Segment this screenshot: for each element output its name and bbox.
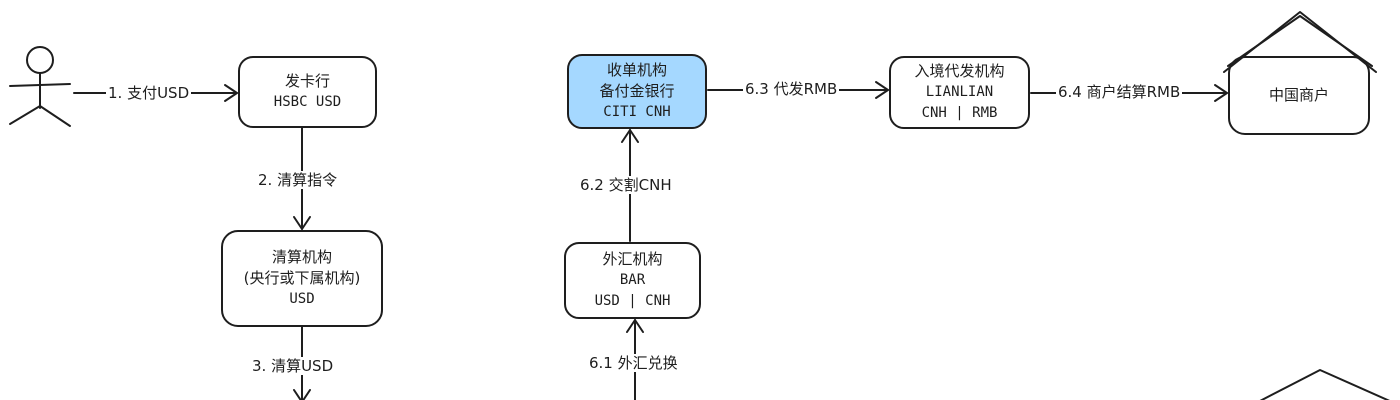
merchant-house-icon[interactable]: [1223, 11, 1377, 135]
edge-6-2-label: 6.2 交割CNH: [578, 176, 674, 194]
agent-currency: CNH | RMB: [921, 105, 998, 121]
clearing-label: 清算机构 (央行或下属机构) USD: [222, 231, 382, 326]
clearing-currency: USD: [289, 291, 315, 307]
edge-6-3-label: 6.3 代发RMB: [743, 80, 840, 98]
agent-label: 入境代发机构 LIANLIAN CNH | RMB: [890, 57, 1029, 128]
agent-box[interactable]: [889, 56, 1030, 129]
issuer-label: 发卡行 HSBC USD: [239, 57, 376, 127]
clearing-name: 清算机构: [271, 248, 332, 266]
fx-bank: BAR: [619, 272, 646, 288]
issuer-bank: HSBC USD: [273, 94, 342, 110]
edge-1-label: 1. 支付USD: [106, 84, 192, 102]
person-icon: [9, 46, 71, 127]
fx-currency: USD | CNH: [594, 293, 671, 309]
edge-6-1-label: 6.1 外汇兑换: [587, 354, 680, 372]
edge-3-label: 3. 清算USD: [250, 357, 336, 375]
fx-box[interactable]: [564, 242, 701, 319]
agent-company: LIANLIAN: [925, 84, 994, 100]
acquirer-bank: CITI CNH: [603, 104, 671, 120]
merchant-label: 中国商户: [1229, 57, 1369, 134]
fx-label: 外汇机构 BAR USD | CNH: [565, 243, 700, 318]
merchant-name: 中国商户: [1268, 86, 1329, 104]
acquirer-box[interactable]: [567, 54, 707, 129]
acquirer-role: 备付金银行: [599, 82, 675, 100]
fx-name: 外汇机构: [602, 250, 663, 268]
edge-6-4-label: 6.4 商户结算RMB: [1056, 83, 1183, 101]
acquirer-label: 收单机构 备付金银行 CITI CNH: [568, 55, 706, 128]
clearing-desc: (央行或下属机构): [243, 269, 361, 287]
acquirer-name: 收单机构: [606, 61, 667, 79]
agent-name: 入境代发机构: [914, 62, 1005, 80]
partial-house-icon: [1259, 369, 1390, 400]
issuer-name: 发卡行: [284, 72, 330, 90]
edge-2-label: 2. 清算指令: [256, 171, 340, 189]
issuer-box[interactable]: [238, 56, 377, 128]
